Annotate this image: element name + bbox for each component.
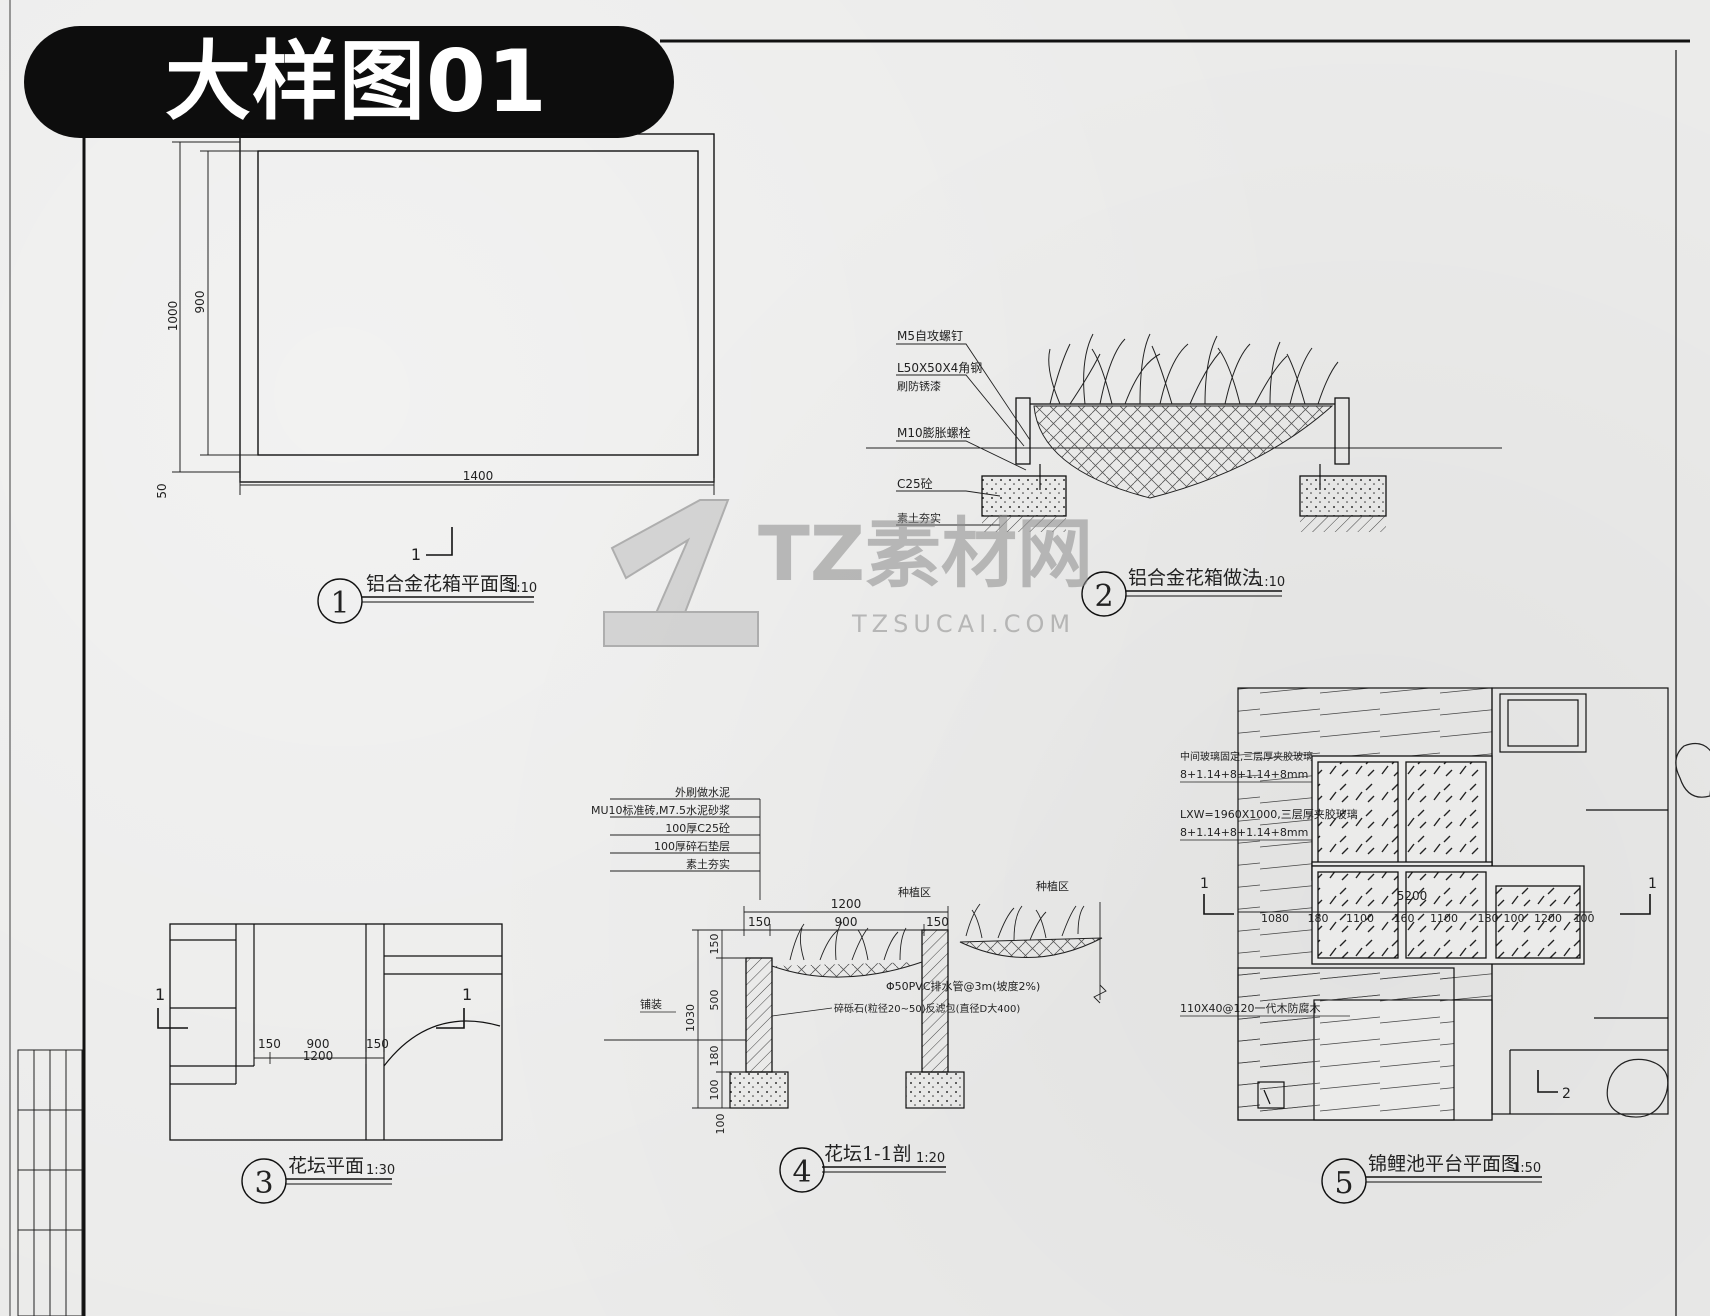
detail-1-planter-plan: 1000 900 1400 50 1 1 铝合金花箱平面图 1:10 [155,133,715,624]
page-title: 大样图01 [165,32,548,132]
dim-4-v-e: 100 [714,1114,727,1135]
title-block-grid [17,1049,83,1316]
detail-3-flowerbed-plan: 150 900 150 1200 1 1 3 花坛平面 1:30 [155,923,503,1204]
dim-width: 1400 [463,469,494,483]
dim-5-e: 1100 [1430,912,1458,925]
note-screw: M5自攻螺钉 [897,329,963,343]
dim-3-total: 1200 [303,1049,334,1063]
dim-4-sub-a: 150 [748,915,771,929]
dim-4-v-c: 180 [708,1046,721,1067]
dim-4-v-d: 100 [708,1080,721,1101]
dim-height-outer: 1000 [166,301,180,332]
dim-4-sub-c: 150 [926,915,949,929]
note-concrete: C25砼 [897,477,933,491]
note-5-glass-size: LXW=1960X1000,三层厚夹胶玻璃 [1180,807,1358,821]
dim-4-sub-b: 900 [835,915,858,929]
dim-height-inner: 900 [193,291,207,314]
section-mark-3-right: 1 [462,985,472,1004]
detail-3-number: 3 [254,1166,273,1201]
dim-5-h: 1200 [1534,912,1562,925]
section-mark-5-bottom: 2 [1562,1086,1571,1102]
detail-2-planter-section: M5自攻螺钉 L50X50X4角钢 刷防锈漆 M10膨胀螺栓 C25砼 素土夯实… [866,329,1502,617]
plant-foliage-4 [789,903,1085,961]
note-angle-steel: L50X50X4角钢 [897,361,982,375]
note-4-gravel: 100厚碎石垫层 [654,839,730,853]
dim-3-c: 150 [366,1037,389,1051]
detail-2-scale: 1:10 [1256,575,1285,590]
detail-1-title: 铝合金花箱平面图 [366,573,518,595]
detail-4-title: 花坛1-1剖 [824,1143,912,1165]
title-banner [24,26,674,138]
dim-5-b: 180 [1308,912,1329,925]
dim-5-c: 1100 [1346,912,1374,925]
detail-2-number: 2 [1094,579,1113,614]
pipe-note: Φ50PVC排水管@3m(坡度2%) [886,979,1040,993]
watermark-url: TZSUCAI.COM [851,610,1075,638]
detail-5-scale: 1:50 [1512,1161,1541,1176]
dim-5-f: 180 [1478,912,1499,925]
note-4-soil: 素土夯实 [686,857,730,871]
section-mark-1: 1 [411,545,421,564]
note-anti-rust: 刷防锈漆 [897,379,941,393]
watermark-brand: TZ素材网 [758,509,1093,598]
note-4-concrete: 100厚C25砼 [665,822,730,835]
gravel-note: 碎砾石(粒径20~50)反滤包(直径D大400) [834,1002,1020,1015]
note-expansion-bolt: M10膨胀螺栓 [897,425,971,440]
dim-5-i: 100 [1574,912,1595,925]
dim-bottom: 50 [155,483,169,498]
dim-4-top: 1200 [831,897,862,911]
dim-5-a: 1080 [1261,912,1289,925]
detail-1-scale: 1:10 [508,581,537,596]
note-5-glass-spec-2: 8+1.14+8+1.14+8mm [1180,826,1308,839]
sheet-border [9,0,1690,1316]
section-mark-5-right: 1 [1648,876,1657,892]
dim-5-d: 160 [1394,912,1415,925]
dim-5-g: 100 [1504,912,1525,925]
plant-foliage [1048,333,1339,405]
note-soil: 素土夯实 [897,511,941,525]
dim-4-v-b: 500 [708,990,721,1011]
note-5-wood: 110X40@120一代木防腐木 [1180,1001,1321,1015]
planting-label-1: 种植区 [898,885,931,899]
detail-2-title: 铝合金花箱做法 [1128,567,1261,589]
detail-4-number: 4 [792,1155,811,1190]
note-4-cement: 外刷做水泥 [675,785,730,799]
detail-1-number: 1 [330,586,349,621]
detail-4-flowerbed-section: 外刷做水泥 MU10标准砖,M7.5水泥砂浆 100厚C25砼 100厚碎石垫层… [591,785,1107,1193]
detail-5-number: 5 [1334,1166,1353,1201]
detail-5-title: 锦鲤池平台平面图 [1368,1153,1520,1175]
dim-3-b: 900 [307,1037,330,1051]
detail-4-scale: 1:20 [916,1151,945,1166]
note-5-glass-fixed: 中间玻璃固定,三层厚夹胶玻璃 [1180,750,1313,763]
dim-3-a: 150 [258,1037,281,1051]
section-mark-3-left: 1 [155,985,165,1004]
note-4-brick: MU10标准砖,M7.5水泥砂浆 [591,803,730,817]
detail-3-scale: 1:30 [366,1163,395,1178]
watermark: TZ素材网 TZSUCAI.COM [603,499,1093,647]
note-5-glass-spec-1: 8+1.14+8+1.14+8mm [1180,768,1308,781]
dim-4-v-a: 150 [708,934,721,955]
dim-5-overall: 5200 [1397,889,1428,903]
planting-label-2: 种植区 [1036,879,1069,893]
detail-3-title: 花坛平面 [288,1155,364,1177]
detail-5-koi-pond-plan: 中间玻璃固定,三层厚夹胶玻璃 8+1.14+8+1.14+8mm LXW=196… [1180,687,1710,1204]
dim-4-total-height: 1030 [684,1004,697,1032]
ground-label: 铺装 [640,998,662,1011]
section-mark-5-left: 1 [1200,876,1209,892]
